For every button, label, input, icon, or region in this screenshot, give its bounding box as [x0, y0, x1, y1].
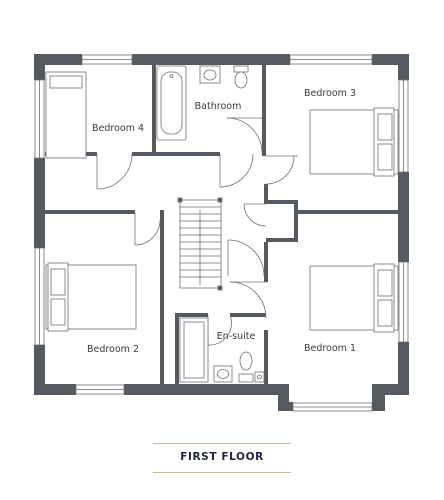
door-cupboard-arc: [243, 203, 267, 227]
stairs-newel-1: [177, 197, 183, 203]
pillow-bedroom-1-b: [377, 299, 393, 327]
wall-top-right: [372, 54, 409, 65]
label-bedroom-4: Bedroom 4: [92, 123, 144, 134]
wall-cupboard-bottom: [266, 238, 298, 242]
toilet-ensuite-cistern: [238, 373, 254, 383]
ensuite-cabinet-knob: [257, 374, 262, 380]
exterior-walls: [34, 54, 409, 411]
stairs-newel-3: [217, 285, 223, 291]
pillow-bedroom-2-b: [50, 298, 66, 326]
sanitaryware: [156, 65, 265, 383]
stairs-newel-2: [217, 197, 223, 203]
wall-cupboard-top: [264, 200, 298, 204]
wall-bed2-right: [160, 210, 164, 384]
wall-ensuite-left: [175, 313, 179, 384]
pillow-bedroom-3-b: [377, 143, 393, 171]
wall-right-top: [398, 54, 409, 80]
pillow-bedroom-3-a: [377, 113, 393, 141]
wall-ensuite-top-2: [230, 313, 266, 317]
wall-bath-bottom: [174, 152, 220, 156]
bath-bathroom-tap: [169, 74, 174, 78]
title-rule-bottom: [153, 472, 291, 473]
label-en-suite: En-suite: [217, 331, 256, 342]
staircase: [177, 197, 223, 291]
wall-bed3-bottom: [298, 210, 398, 214]
door-landing-arc: [227, 239, 265, 277]
wall-left-bottom: [34, 345, 45, 395]
label-bathroom: Bathroom: [195, 101, 242, 112]
toilet-bathroom: [234, 71, 248, 89]
wall-bath-right: [262, 65, 266, 156]
wall-bed2-top: [45, 210, 135, 214]
door-bedroom-1-arc: [229, 281, 267, 319]
title-rule-top: [153, 443, 291, 444]
wall-bed3-left: [264, 184, 268, 200]
floor-title: FIRST FLOOR: [180, 451, 264, 463]
wall-top-mid: [132, 54, 290, 65]
wall-right-bottom: [398, 342, 409, 395]
wall-left-mid: [34, 158, 45, 248]
door-ensuite-arc: [207, 314, 232, 346]
furniture: [45, 71, 399, 333]
wall-bath-left: [152, 65, 156, 156]
basin-ensuite-bowl: [217, 369, 229, 379]
wall-bed1-left: [264, 242, 268, 282]
toilet-ensuite: [239, 351, 253, 371]
door-bedroom-2-arc: [134, 219, 161, 246]
wall-bed3-hall: [262, 152, 264, 156]
doors: [96, 117, 298, 346]
wall-top-left: [34, 54, 82, 65]
windows: [34, 54, 409, 412]
basin-bathroom-bowl: [203, 69, 217, 81]
wall-cupboard-right: [294, 200, 298, 242]
wall-right-mid: [398, 172, 409, 262]
wall-bed1-left-2: [264, 330, 268, 384]
door-bedroom-3-arc: [265, 155, 295, 185]
label-bedroom-3: Bedroom 3: [304, 88, 356, 99]
label-bedroom-2: Bedroom 2: [87, 344, 139, 355]
pillow-bedroom-2-a: [50, 268, 66, 296]
toilet-bathroom-cistern: [233, 65, 249, 73]
pillow-bedroom-4: [49, 75, 83, 89]
pillow-bedroom-1-a: [377, 269, 393, 297]
shower-ensuite-inner: [183, 321, 205, 379]
wall-bay-left: [278, 384, 289, 411]
stairs-treads: [180, 206, 221, 278]
stairs-outline: [179, 199, 222, 289]
door-bedroom-4-arc: [96, 153, 133, 190]
bath-bathroom-inner: [160, 71, 183, 135]
wall-bottom-mid: [124, 384, 289, 395]
wall-ensuite-top: [175, 313, 208, 317]
wall-bottom-left: [34, 384, 76, 395]
label-bedroom-1: Bedroom 1: [304, 343, 356, 354]
interior-walls: [45, 65, 398, 384]
floor-title-block: FIRST FLOOR: [153, 443, 291, 473]
wall-bay-bottom: [278, 402, 293, 411]
door-bathroom-arc: [226, 117, 263, 154]
wall-left-top: [34, 54, 45, 80]
wall-bottom-right: [372, 384, 409, 395]
door-hall-arc: [219, 153, 254, 188]
